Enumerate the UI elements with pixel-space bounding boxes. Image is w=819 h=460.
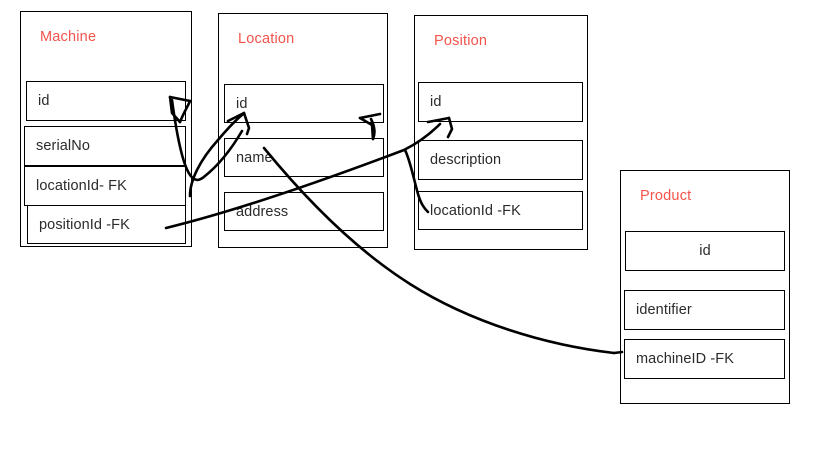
field-position-id[interactable]: id: [418, 82, 583, 122]
entity-box-product[interactable]: [620, 170, 790, 404]
field-product-id[interactable]: id: [625, 231, 785, 271]
field-product-machineid-fk[interactable]: machineID -FK: [624, 339, 785, 379]
field-position-description[interactable]: description: [418, 140, 583, 180]
field-location-name[interactable]: name: [224, 138, 384, 177]
entity-title-location: Location: [238, 31, 295, 47]
field-machine-id[interactable]: id: [26, 81, 186, 121]
field-location-id[interactable]: id: [224, 84, 384, 123]
field-machine-positionid-fk[interactable]: positionId -FK: [27, 205, 186, 244]
field-machine-locationid-fk[interactable]: locationId- FK: [24, 166, 186, 206]
field-machine-serialno[interactable]: serialNo: [24, 126, 186, 166]
field-position-locationid-fk[interactable]: locationId -FK: [418, 191, 583, 230]
field-product-identifier[interactable]: identifier: [624, 290, 785, 330]
field-location-address[interactable]: address: [224, 192, 384, 231]
entity-title-machine: Machine: [40, 29, 97, 45]
entity-title-position: Position: [434, 33, 488, 49]
entity-title-product: Product: [640, 188, 692, 204]
